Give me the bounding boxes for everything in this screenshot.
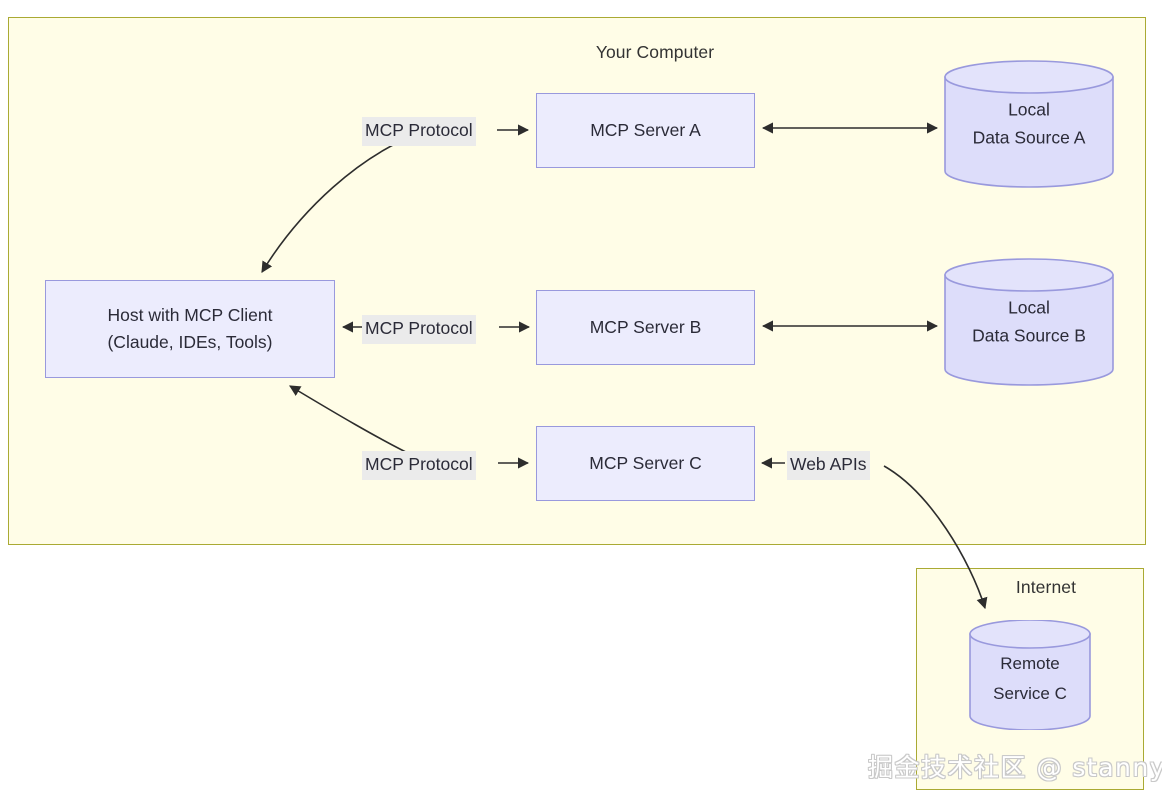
node-mcp-server-b-label: MCP Server B (589, 316, 702, 337)
edge-label-mcp-protocol-b: MCP Protocol (362, 315, 476, 344)
edge-label-mcp-protocol-c: MCP Protocol (362, 451, 476, 480)
edge-server-c-remote-c (760, 457, 988, 610)
node-local-data-source-a[interactable]: Local Data Source A (944, 60, 1114, 188)
node-local-data-source-b[interactable]: Local Data Source B (944, 258, 1114, 386)
edge-label-web-apis: Web APIs (787, 451, 870, 480)
database-cylinder-icon (944, 258, 1114, 386)
watermark: 掘金技术社区 @ stanny (868, 753, 1162, 782)
node-mcp-server-a-label: MCP Server A (590, 119, 701, 140)
database-cylinder-icon (944, 60, 1114, 188)
node-mcp-server-c[interactable]: MCP Server C (536, 426, 755, 501)
container-internet: Internet (916, 568, 1144, 790)
database-cylinder-icon (969, 619, 1091, 731)
node-mcp-server-c-label: MCP Server C (589, 452, 702, 473)
node-host-with-mcp-client[interactable]: Host with MCP Client (Claude, IDEs, Tool… (45, 280, 335, 378)
edge-label-mcp-protocol-a: MCP Protocol (362, 117, 476, 146)
node-remote-service-c[interactable]: Remote Service C (969, 619, 1091, 731)
node-mcp-server-b[interactable]: MCP Server B (536, 290, 755, 365)
node-mcp-server-a[interactable]: MCP Server A (536, 93, 755, 168)
edge-host-server-a (261, 124, 530, 273)
node-host-line-2: (Claude, IDEs, Tools) (107, 332, 273, 352)
container-internet-label: Internet (1015, 577, 1077, 597)
container-your-computer-label: Your Computer (595, 42, 715, 62)
node-host-line-1: Host with MCP Client (107, 304, 273, 325)
